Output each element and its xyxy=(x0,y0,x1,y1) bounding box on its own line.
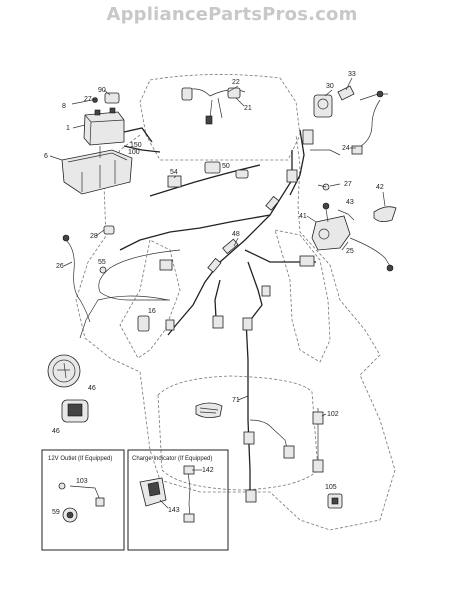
harness-connector xyxy=(222,238,239,255)
harness-connector xyxy=(286,169,298,183)
harness-connector xyxy=(207,257,222,273)
callout-59: 59 xyxy=(52,509,60,516)
gauge-46 xyxy=(47,354,81,388)
inset-box-outlet xyxy=(41,449,125,551)
switch-50 xyxy=(204,161,249,179)
callout-46b: 46 xyxy=(52,428,60,435)
callout-105: 105 xyxy=(325,484,337,491)
leader-lines xyxy=(49,77,386,509)
callout-103: 103 xyxy=(76,478,88,485)
battery-hold-down xyxy=(104,92,120,104)
key xyxy=(337,85,355,101)
harness-branch-top xyxy=(149,164,261,197)
harness-connector xyxy=(165,319,175,331)
callout-46a: 46 xyxy=(88,385,96,392)
callout-33: 33 xyxy=(348,71,356,78)
grommet-55 xyxy=(99,266,107,274)
connector-27 xyxy=(317,183,330,191)
inset-charge-title: Charge Indicator (If Equipped) xyxy=(132,456,212,462)
callout-42: 42 xyxy=(376,184,384,191)
cable-43 xyxy=(337,209,355,221)
switch-105 xyxy=(327,493,343,509)
callout-41: 41 xyxy=(299,213,307,220)
ignition-harness xyxy=(181,87,246,125)
key-wire-33 xyxy=(359,90,388,101)
callout-43: 43 xyxy=(346,199,354,206)
charge-indicator-harness xyxy=(183,465,195,523)
fuse-holder xyxy=(103,225,115,235)
callout-6: 6 xyxy=(44,153,48,160)
harness-connector xyxy=(299,255,315,267)
left-loop-wire xyxy=(98,249,181,301)
switch-16 xyxy=(137,315,150,332)
hood-outline xyxy=(139,74,301,161)
callout-100: 100 xyxy=(128,149,140,156)
inset-outlet-title: 12V Outlet (If Equipped) xyxy=(48,456,112,462)
harness-connector xyxy=(212,315,224,329)
inset-box-charge xyxy=(127,449,229,551)
harness-connector xyxy=(265,195,280,211)
outlet-socket xyxy=(62,507,78,523)
callout-71: 71 xyxy=(232,397,240,404)
callout-143: 143 xyxy=(168,507,180,514)
seat-harness-71 xyxy=(242,317,295,503)
callout-150: 150 xyxy=(130,142,142,149)
starter-solenoid xyxy=(311,202,351,251)
left-lower-wire xyxy=(79,295,169,339)
body-outline xyxy=(75,134,396,531)
ignition-switch xyxy=(313,94,333,118)
callout-27b: 27 xyxy=(344,181,352,188)
seat-switch xyxy=(195,402,223,418)
callout-28: 28 xyxy=(90,233,98,240)
callout-142: 142 xyxy=(202,467,214,474)
lead-26 xyxy=(62,234,91,323)
harness-102 xyxy=(312,408,324,473)
callout-26: 26 xyxy=(56,263,64,270)
callout-25: 25 xyxy=(346,248,354,255)
harness-branch-upper xyxy=(289,129,305,196)
harness-branch-left xyxy=(119,214,271,251)
fender-left-outline xyxy=(119,239,181,359)
callout-30: 30 xyxy=(326,83,334,90)
switch-54 xyxy=(167,175,182,188)
callout-27: 27 xyxy=(84,96,92,103)
battery-tray xyxy=(61,149,133,195)
seat-outline xyxy=(157,375,319,491)
harness-connector xyxy=(261,285,271,297)
callout-1: 1 xyxy=(66,125,70,132)
watermark: AppliancePartsPros.com xyxy=(106,4,358,25)
battery-cables xyxy=(123,127,161,153)
outlet-wiring xyxy=(58,482,105,507)
ground-cable xyxy=(349,237,394,272)
callout-102: 102 xyxy=(327,411,339,418)
lamp-46 xyxy=(61,399,89,423)
callout-8: 8 xyxy=(62,103,66,110)
fender-right-outline xyxy=(274,229,331,363)
callout-90: 90 xyxy=(98,87,106,94)
wire-lead-24 xyxy=(302,99,381,156)
callout-50: 50 xyxy=(222,163,230,170)
harness-branch-down xyxy=(247,261,263,319)
callout-24: 24 xyxy=(342,145,350,152)
callout-16: 16 xyxy=(148,308,156,315)
callout-21: 21 xyxy=(244,105,252,112)
callout-48: 48 xyxy=(232,231,240,238)
callout-22: 22 xyxy=(232,79,240,86)
battery xyxy=(83,107,125,146)
charge-indicator-module xyxy=(139,477,167,507)
harness-connector xyxy=(159,259,173,271)
terminal-boot xyxy=(373,206,397,222)
callout-55: 55 xyxy=(98,259,106,266)
callout-54: 54 xyxy=(170,169,178,176)
